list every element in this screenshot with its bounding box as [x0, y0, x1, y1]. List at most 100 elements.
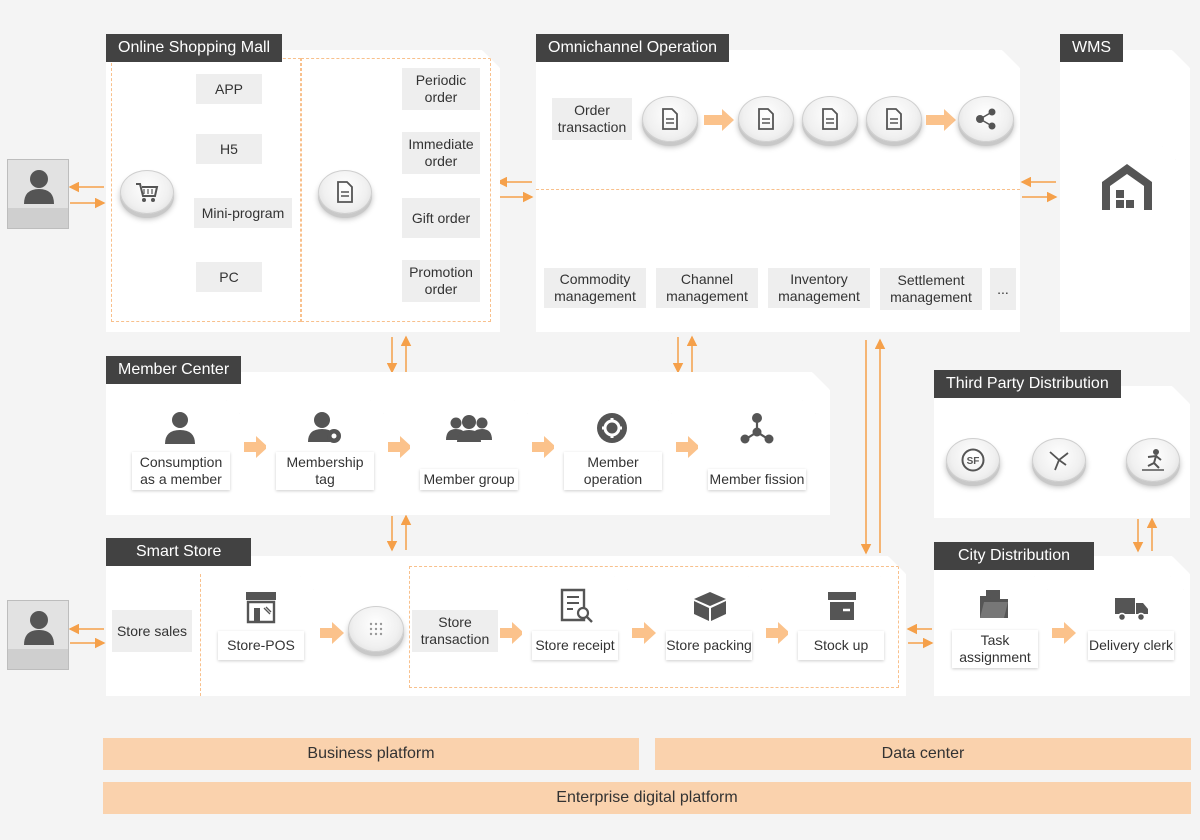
city-step-card: Delivery clerk: [1078, 576, 1184, 676]
user-icon: [24, 611, 54, 645]
smart-store-title: Smart Store: [106, 538, 252, 566]
channel-chip: APP: [196, 74, 262, 104]
order-type-chip: Promotion order: [402, 260, 480, 302]
runner-icon: [1140, 448, 1166, 472]
store-step-label: Store receipt: [532, 631, 618, 660]
courier-disk: [1032, 438, 1086, 482]
smart-store-panel: Store sales Store-POS Store transaction …: [106, 556, 906, 696]
flow-arrow-icon: [244, 436, 268, 458]
city-distribution-panel: Task assignment Delivery clerk: [934, 556, 1190, 696]
package-icon: [692, 590, 728, 622]
delivery-truck-icon: [1114, 594, 1150, 622]
store-disk: [348, 606, 404, 652]
omnichannel-title: Omnichannel Operation: [536, 34, 729, 62]
member-step-card: Consumption as a member: [122, 400, 240, 498]
store-pos-label: Store-POS: [218, 631, 304, 660]
online-mall-panel: APP H5 Mini-program PC Periodic order Im…: [106, 50, 500, 332]
process-disk: [738, 96, 794, 142]
member-step-label: Membership tag: [276, 452, 374, 490]
flow-arrow-icon: [704, 109, 734, 131]
module-chip: Commodity management: [544, 268, 646, 308]
omnichannel-panel: Order transaction Commodity management C…: [536, 50, 1020, 332]
member-center-panel: Consumption as a member Membership tag M…: [106, 372, 830, 515]
member-step-label: Member group: [420, 469, 518, 490]
member-step-card: Membership tag: [266, 400, 384, 498]
flow-arrow-icon: [388, 436, 412, 458]
grid-dots-icon: [368, 621, 384, 637]
enterprise-platform-bar: Enterprise digital platform: [103, 782, 1191, 814]
user-tag-icon: [308, 410, 344, 444]
sf-express-icon: SF: [961, 448, 985, 472]
third-party-title: Third Party Distribution: [934, 370, 1121, 398]
channel-chip: Mini-program: [194, 198, 292, 228]
user-icon: [162, 410, 198, 444]
flow-arrow-icon: [632, 622, 656, 644]
transaction-group: [409, 566, 899, 688]
flow-arrow-icon: [926, 109, 956, 131]
city-step-label: Task assignment: [952, 630, 1038, 668]
city-distribution-title: City Distribution: [934, 542, 1095, 570]
box-icon: [826, 590, 858, 622]
courier-disk: [1126, 438, 1180, 482]
member-step-label: Member fission: [708, 469, 806, 490]
store-step-label: Stock up: [798, 631, 884, 660]
user-avatar-store: [7, 600, 69, 670]
document-icon: [336, 181, 354, 203]
document-icon: [821, 108, 839, 130]
store-step-label: Store packing: [666, 631, 752, 660]
third-party-panel: SF: [934, 386, 1190, 518]
city-step-card: Task assignment: [942, 576, 1048, 676]
city-step-label: Delivery clerk: [1088, 631, 1174, 660]
order-transaction-chip: Order transaction: [552, 98, 632, 140]
order-type-chip: Gift order: [402, 198, 480, 238]
member-step-card: Member group: [410, 400, 528, 498]
store-sales-chip: Store sales: [112, 610, 192, 652]
courier-disk: SF: [946, 438, 1000, 482]
module-chip-more: ...: [990, 268, 1016, 310]
member-step-label: Member operation: [564, 452, 662, 490]
member-step-label: Consumption as a member: [132, 452, 230, 490]
gear-icon: [596, 412, 628, 444]
member-step-card: Member fission: [698, 400, 816, 498]
user-group-icon: [446, 414, 492, 442]
process-disk: [866, 96, 922, 142]
store-step-card: Store packing: [656, 576, 762, 676]
process-disk: [642, 96, 698, 142]
document-icon: [757, 108, 775, 130]
divider: [536, 189, 1020, 190]
flow-arrow-icon: [532, 436, 556, 458]
flow-arrow-icon: [676, 436, 700, 458]
wms-title: WMS: [1060, 34, 1124, 62]
process-disk: [958, 96, 1014, 142]
warehouse-card: [1076, 146, 1176, 232]
member-center-title: Member Center: [106, 356, 242, 384]
module-chip: Inventory management: [768, 268, 870, 308]
channel-chip: PC: [196, 262, 262, 292]
svg-text:SF: SF: [967, 456, 980, 467]
data-center-bar: Data center: [655, 738, 1191, 770]
store-step-card: Stock up: [788, 576, 894, 676]
order-type-chip: Immediate order: [402, 132, 480, 174]
share-nodes-icon: [974, 108, 998, 130]
store-transaction-chip: Store transaction: [412, 610, 498, 652]
document-icon: [885, 108, 903, 130]
hummingbird-icon: [1047, 448, 1071, 472]
wms-panel: [1060, 50, 1190, 332]
document-icon: [661, 108, 679, 130]
store-pos-card: Store-POS: [208, 576, 314, 676]
module-chip: Settlement management: [880, 268, 982, 310]
receipt-search-icon: [560, 588, 594, 624]
flow-arrow-icon: [500, 622, 524, 644]
business-platform-bar: Business platform: [103, 738, 639, 770]
warehouse-icon: [1098, 160, 1156, 212]
shopping-cart-icon: [135, 181, 159, 203]
order-disk: [318, 170, 372, 214]
folder-files-icon: [978, 588, 1012, 620]
flow-arrow-icon: [1052, 622, 1076, 644]
user-icon: [24, 170, 54, 204]
flow-arrow-icon: [320, 622, 344, 644]
channel-chip: H5: [196, 134, 262, 164]
member-step-card: Member operation: [554, 400, 672, 498]
flow-arrow-icon: [766, 622, 790, 644]
